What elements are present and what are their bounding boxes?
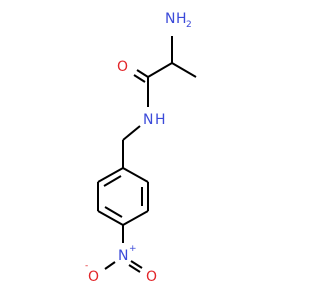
atom-nitro-n-symbol: N [118,248,128,264]
atom-nitro-o-left-charge: - [85,261,88,271]
atom-amide-n: N H [143,112,166,128]
atom-carbonyl-o-symbol: O [117,59,128,75]
structure-diagram: N H 2 O N H N + O - O [85,11,197,285]
atom-amide-n-hydrogen: H [155,112,166,128]
bond-ring-3 [122,210,149,226]
bond-ring-inner-2 [103,175,122,187]
bond-ring-4 [97,210,124,226]
atom-amide-n-symbol: N [143,112,153,128]
molecule-canvas: N H 2 O N H N + O - O [85,11,197,285]
atom-amino-n: N H 2 [165,11,192,30]
bond-carbonyl-double-2 [133,74,146,83]
bond-amide-n-ch2 [122,125,141,141]
bond-alpha-methyl [171,62,197,78]
bond-ring-6 [97,167,124,183]
bond-alpha-carbonyl [147,62,173,78]
bond-nitro-o-right-1 [130,260,143,269]
atom-amino-n-hydrogen: H [176,11,187,27]
atom-nitro-o-left: O - [85,261,99,285]
atom-nitro-n-charge: + [129,244,137,254]
bond-ring-1 [122,167,149,183]
atom-nitro-o-left-symbol: O [88,269,99,285]
atom-amino-n-symbol: N [165,11,175,27]
bond-ring-inner-3 [104,206,123,218]
bond-carbonyl-double-1 [136,69,149,78]
atom-carbonyl-o: O [117,59,128,75]
atom-nitro-n: N + [118,244,137,264]
atom-amino-n-subscript: 2 [186,20,192,30]
bond-nitro-o-left [104,261,116,270]
atom-nitro-o-right: O [146,269,157,285]
atom-nitro-o-right-symbol: O [146,269,157,285]
bond-nitro-o-right-2 [128,264,141,273]
